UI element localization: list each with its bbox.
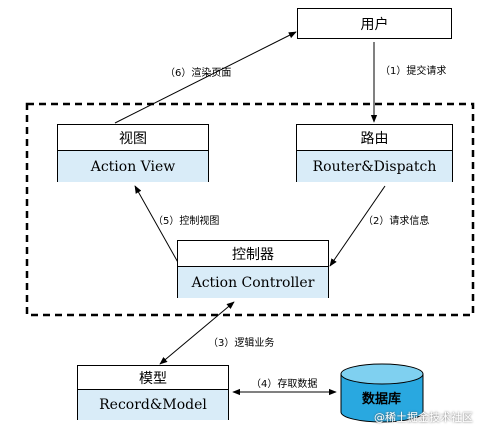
model-title: 模型 [78, 366, 228, 390]
router-subtitle: Router&Dispatch [297, 151, 452, 182]
controller-subtitle: Action Controller [178, 267, 328, 298]
model-subtitle: Record&Model [78, 390, 228, 420]
watermark: @稀土掘金技术社区 [374, 411, 473, 424]
database-label: 数据库 [362, 392, 402, 407]
label-access-data: （4）存取数据 [251, 379, 318, 390]
edge-business-logic [159, 301, 235, 365]
model-node: 模型 Record&Model [77, 365, 229, 420]
router-node: 路由 Router&Dispatch [296, 124, 453, 182]
label-submit-request: （1）提交请求 [380, 66, 447, 77]
controller-title: 控制器 [178, 241, 328, 267]
system-boundary [25, 102, 475, 317]
controller-node: 控制器 Action Controller [177, 240, 329, 298]
label-request-info: （2）请求信息 [363, 216, 430, 227]
router-title: 路由 [297, 125, 452, 151]
user-label: 用户 [360, 16, 389, 33]
database-icon [340, 363, 424, 423]
edge-render-page [114, 31, 297, 124]
view-title: 视图 [58, 125, 208, 151]
edge-control-view [134, 185, 181, 267]
view-node: 视图 Action View [57, 124, 209, 182]
user-node: 用户 [297, 8, 452, 39]
view-subtitle: Action View [58, 151, 208, 182]
label-render-page: （6）渲染页面 [165, 68, 232, 79]
label-control-view: （5）控制视图 [153, 216, 220, 227]
edge-request-info [329, 185, 386, 267]
label-business-logic: （3）逻辑业务 [208, 338, 275, 349]
